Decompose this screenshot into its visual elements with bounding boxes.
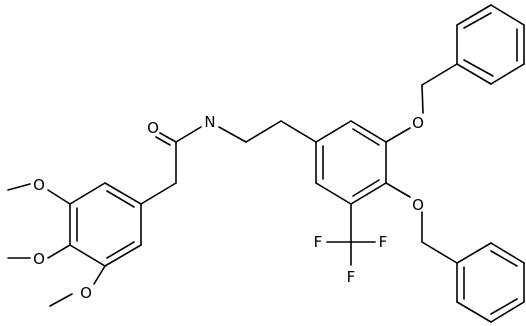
methoxy-groups <box>7 183 106 307</box>
amide-nitrogen-label: N <box>204 113 215 131</box>
upper-benzyloxy-group <box>385 4 525 143</box>
trimethoxyphenyl-ring <box>69 182 142 267</box>
ether-oxygen-lower-label: O <box>412 196 424 214</box>
fluorine-left-label: F <box>314 233 323 251</box>
methoxy-oxygen-top-label: O <box>33 176 45 194</box>
bond-lines <box>7 4 525 323</box>
ether-oxygen-upper-label: O <box>412 114 424 132</box>
acetamide-linker <box>140 120 317 205</box>
methoxy-oxygen-bottom-label: O <box>80 284 92 302</box>
atom-labels: O N O O F F F O O O <box>33 113 424 302</box>
trifluoromethyl-group <box>326 203 376 266</box>
central-ring <box>315 120 387 205</box>
methoxy-oxygen-middle-label: O <box>33 250 45 268</box>
fluorine-right-label: F <box>379 233 388 251</box>
lower-benzyloxy-group <box>385 182 525 323</box>
fluorine-bottom-label: F <box>347 268 356 286</box>
carbonyl-oxygen-label: O <box>147 119 159 137</box>
